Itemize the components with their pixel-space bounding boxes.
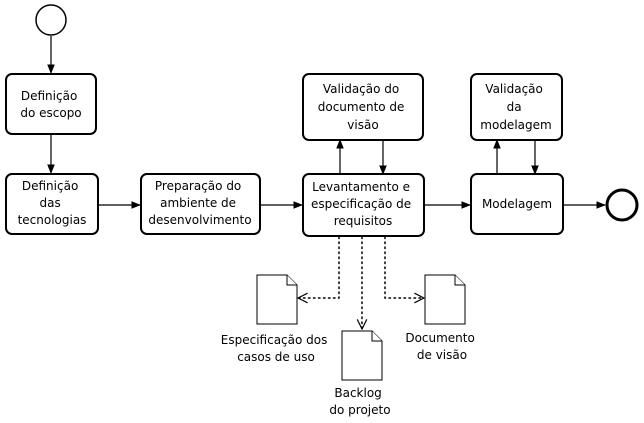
- task-validacao-modelagem-line-1: Validação: [485, 82, 543, 96]
- artifact-backlog-projeto-line-1: Backlog: [334, 386, 381, 400]
- svg-text:Preparação do ambiente d: Preparação do ambiente de desenvolviment…: [148, 179, 251, 227]
- document-icon: [341, 330, 383, 381]
- svg-text:Validação da model: Validação da modelagem: [480, 82, 551, 132]
- end-event: [605, 188, 639, 222]
- svg-text:Definição do escopo: Definição do escopo: [20, 89, 81, 120]
- task-validacao-documento-line-2: documento de: [318, 100, 405, 114]
- task-levantamento-requisitos-line-3: requisitos: [334, 214, 393, 228]
- task-definicao-escopo-line-1: Definição: [21, 89, 77, 103]
- task-validacao-documento-line-3: visão: [347, 118, 378, 132]
- task-levantamento-requisitos-line-2: especificação de: [311, 197, 411, 211]
- svg-text:Levantamento e especific: Levantamento e especificação de requisit…: [311, 180, 415, 228]
- task-levantamento-requisitos-line-1: Levantamento e: [312, 180, 410, 194]
- svg-text:Modelagem: Modelagem: [482, 197, 552, 211]
- task-validacao-documento-line-1: Validação do: [323, 82, 399, 96]
- task-definicao-tecnologias-line-3: tecnologias: [18, 213, 87, 227]
- task-preparacao-ambiente-line-3: desenvolvimento: [148, 213, 251, 227]
- task-modelagem-line-1: Modelagem: [482, 197, 552, 211]
- svg-text:Definição das tecn: Definição das tecnologias: [18, 179, 87, 227]
- document-icon: [424, 274, 466, 325]
- artifact-documento-visao: Documento de visão: [405, 274, 478, 362]
- task-definicao-tecnologias-line-1: Definição: [22, 179, 78, 193]
- artifact-documento-visao-line-2: de visão: [417, 348, 467, 362]
- task-preparacao-ambiente-line-1: Preparação do: [155, 179, 241, 193]
- svg-text:Backlog do projeto: Backlog do projeto: [329, 386, 390, 417]
- sequence-flows: [47, 36, 606, 209]
- task-definicao-tecnologias: Definição das tecnologias: [5, 173, 99, 235]
- artifact-especificacao-casos-uso: Especificação dos casos de uso: [221, 274, 331, 364]
- artifact-backlog-projeto-line-2: do projeto: [329, 403, 390, 417]
- task-validacao-documento: Validação do documento de visão: [302, 73, 424, 141]
- task-validacao-modelagem: Validação da modelagem: [470, 73, 563, 141]
- document-icon: [256, 274, 298, 325]
- association-to-documento-visao: [384, 236, 424, 298]
- svg-text:Documento de visão: Documento de visão: [405, 331, 478, 362]
- task-preparacao-ambiente: Preparação do ambiente de desenvolviment…: [140, 173, 261, 235]
- start-event: [35, 4, 67, 36]
- artifact-backlog-projeto: Backlog do projeto: [329, 330, 391, 417]
- artifact-documento-visao-line-1: Documento: [405, 331, 475, 345]
- artifact-especificacao-casos-uso-line-2: casos de uso: [237, 350, 315, 364]
- association-to-especificacao-casos-uso: [298, 236, 340, 298]
- data-associations: [298, 236, 424, 329]
- task-modelagem: Modelagem: [470, 173, 564, 235]
- task-definicao-tecnologias-line-2: das: [39, 196, 60, 210]
- svg-text:Validação do documento d: Validação do documento de visão: [318, 82, 409, 132]
- task-validacao-modelagem-line-2: da: [507, 100, 522, 114]
- task-validacao-modelagem-line-3: modelagem: [480, 118, 551, 132]
- svg-text:Especificação dos casos: Especificação dos casos de uso: [221, 333, 331, 364]
- artifact-especificacao-casos-uso-line-1: Especificação dos: [221, 333, 328, 347]
- task-preparacao-ambiente-line-2: ambiente de: [160, 196, 236, 210]
- task-definicao-escopo: Definição do escopo: [5, 73, 97, 135]
- task-definicao-escopo-line-2: do escopo: [20, 106, 81, 120]
- task-levantamento-requisitos: Levantamento e especificação de requisit…: [302, 173, 425, 237]
